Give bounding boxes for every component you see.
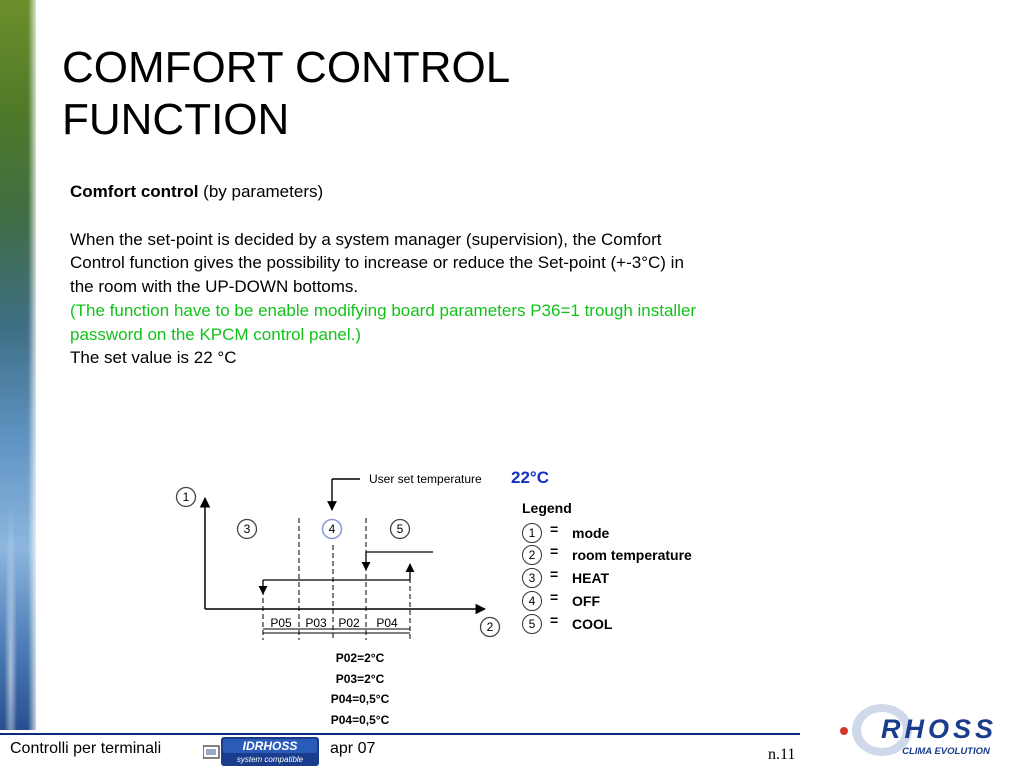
cool-step — [333, 551, 433, 581]
legend-equals: = — [550, 589, 559, 605]
legend-equals: = — [550, 543, 559, 559]
legend-label: room temperature — [572, 547, 692, 563]
legend-number: 5 — [522, 614, 542, 634]
legend-equals: = — [550, 521, 559, 537]
legend-item-mode: 1 = mode — [520, 521, 720, 543]
user-set-pointer — [327, 478, 360, 511]
parameter-values: P02=2°C P03=2°C P04=0,5°C P04=0,5°C — [300, 648, 420, 730]
legend-item-cool: 5 = COOL — [520, 612, 720, 634]
user-set-temperature-value: 22°C — [511, 468, 549, 487]
enable-note: (The function have to be enable modifyin… — [70, 300, 697, 344]
rhoss-logo-wordmark: RHOSS — [881, 714, 997, 744]
param-p04-a: P04=0,5°C — [330, 692, 390, 706]
circle-heat: 3 — [236, 518, 258, 540]
slide-title-line-1: COMFORT CONTROL — [62, 43, 511, 92]
legend-equals: = — [550, 612, 559, 628]
legend-label: COOL — [572, 616, 613, 632]
legend-label: HEAT — [572, 570, 610, 586]
param-p04-b: P04=0,5°C — [330, 712, 390, 727]
page-number: n.11 — [768, 746, 796, 763]
legend-item-off: 4 = OFF — [520, 589, 720, 611]
circle-off: 4 — [321, 518, 343, 540]
idrhoss-logo-subtitle: system compatible — [237, 755, 304, 764]
legend-label: OFF — [572, 593, 600, 609]
band-label-p02: P02 — [338, 616, 360, 630]
legend-title: Legend — [522, 500, 572, 516]
legend-number: 4 — [522, 591, 542, 611]
svg-text:5: 5 — [397, 522, 404, 536]
zone-dividers — [262, 518, 411, 640]
slide-title-line-2: FUNCTION — [62, 95, 290, 144]
svg-text:4: 4 — [329, 522, 336, 536]
svg-text:1: 1 — [183, 490, 190, 504]
idrhoss-logo-title: IDRHOSS — [243, 739, 298, 753]
circle-room-temperature: 2 — [479, 616, 501, 638]
legend-item-room-temperature: 2 = room temperature — [520, 543, 720, 565]
legend-label: mode — [572, 525, 610, 541]
legend-number: 1 — [522, 523, 542, 543]
legend-number: 2 — [522, 545, 542, 565]
intro-heading-bold: Comfort control — [70, 182, 199, 201]
rhoss-logo: RHOSS CLIMA EVOLUTION — [840, 704, 997, 757]
svg-text:3: 3 — [244, 522, 251, 536]
side-decoration-band — [0, 0, 36, 730]
footer-divider — [0, 733, 800, 735]
circle-cool: 5 — [389, 518, 411, 540]
idrhoss-logo: IDRHOSS system compatible — [203, 737, 319, 766]
footer-date: apr 07 — [330, 740, 376, 757]
band-label-p03: P03 — [305, 616, 327, 630]
rhoss-logo-tagline: CLIMA EVOLUTION — [902, 746, 991, 757]
param-p03: P03=2°C — [335, 671, 385, 686]
heat-step — [258, 579, 333, 595]
band-label-p05: P05 — [270, 616, 292, 630]
intro-heading: Comfort control (by parameters) — [70, 180, 710, 204]
set-value-text: The set value is 22 °C — [70, 348, 237, 368]
slide-title: COMFORT CONTROL FUNCTION — [62, 42, 682, 146]
circle-mode: 1 — [175, 486, 197, 508]
user-set-temperature-label: User set temperature — [369, 472, 482, 486]
legend-number: 3 — [522, 568, 542, 588]
band-label-p04: P04 — [376, 616, 398, 630]
legend-equals: = — [550, 566, 559, 582]
footer-left-text: Controlli per terminali — [10, 740, 162, 757]
svg-text:2: 2 — [487, 620, 494, 634]
param-p02: P02=2°C — [335, 651, 385, 665]
parameter-band — [263, 628, 410, 634]
legend-item-heat: 3 = HEAT — [520, 566, 720, 588]
description-paragraph: When the set-point is decided by a syste… — [70, 229, 684, 297]
body-text: Comfort control (by parameters) When the… — [70, 180, 710, 370]
intro-heading-rest: (by parameters) — [198, 182, 324, 201]
